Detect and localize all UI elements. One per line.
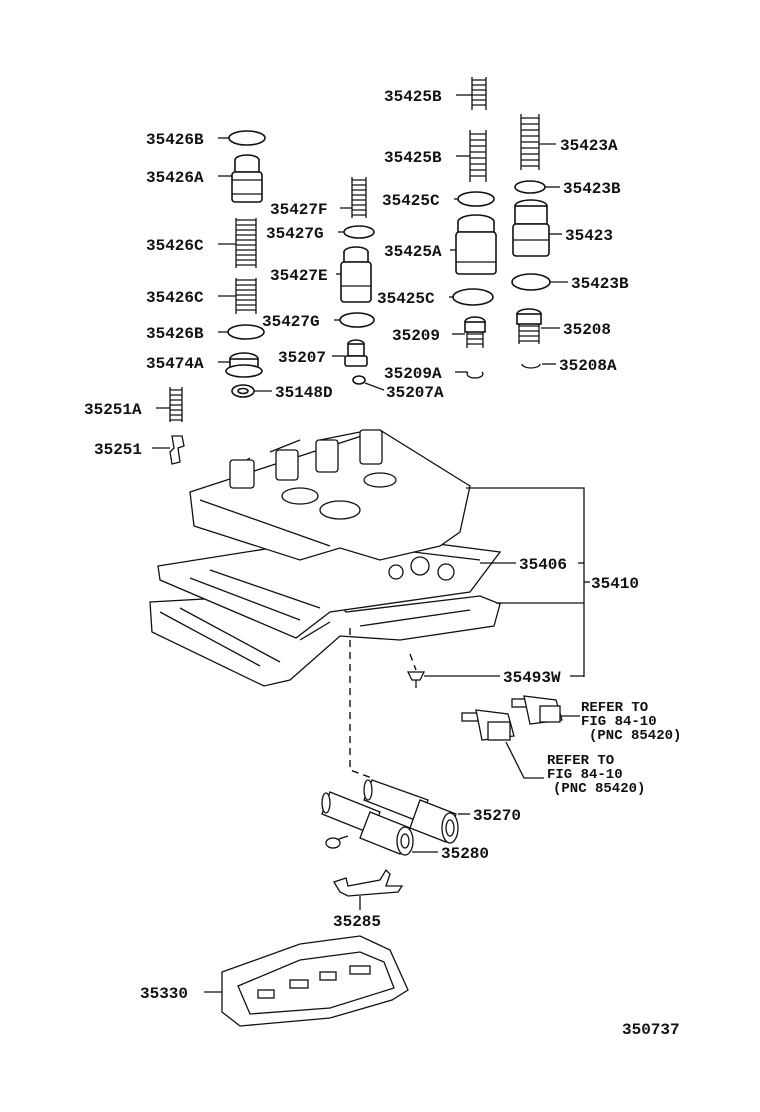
part-label-35285: 35285 bbox=[333, 913, 381, 931]
part-label-35425c-top: 35425C bbox=[382, 192, 440, 210]
o-ring-35425c-top bbox=[457, 191, 495, 207]
part-label-35427g-top: 35427G bbox=[266, 225, 324, 243]
plunger-35423 bbox=[512, 199, 550, 257]
valve-35209 bbox=[464, 316, 486, 348]
cap-35474a bbox=[225, 352, 263, 378]
refer-text-2-line1: REFER TO bbox=[547, 753, 614, 769]
o-ring-35427g-top bbox=[343, 225, 375, 239]
spring-35425b-mid bbox=[469, 130, 487, 182]
plunger-35426a bbox=[231, 154, 263, 203]
part-label-35207: 35207 bbox=[278, 349, 326, 367]
part-label-35410: 35410 bbox=[591, 575, 639, 593]
part-label-35427f: 35427F bbox=[270, 201, 328, 219]
part-label-35427e: 35427E bbox=[270, 267, 328, 285]
part-label-35251: 35251 bbox=[94, 441, 142, 459]
part-label-35280: 35280 bbox=[441, 845, 489, 863]
o-ring-35423b-top bbox=[514, 180, 546, 194]
valve-body-assembly bbox=[149, 429, 502, 687]
spring-35426c-top bbox=[235, 218, 257, 268]
o-ring-35426b-bottom bbox=[227, 324, 265, 340]
oil-strainer-35330 bbox=[221, 935, 409, 1027]
part-label-35426c-bottom: 35426C bbox=[146, 289, 204, 307]
figure-number: 350737 bbox=[622, 1021, 680, 1039]
part-label-35208a: 35208A bbox=[559, 357, 617, 375]
refer-text-1-line3: (PNC 85420) bbox=[589, 728, 681, 744]
bracket-35285 bbox=[333, 868, 404, 897]
part-label-35207a: 35207A bbox=[386, 384, 444, 402]
o-ring-35425c-bottom bbox=[452, 288, 494, 306]
washer-35148d bbox=[231, 384, 255, 398]
plunger-35425a bbox=[455, 214, 497, 275]
valve-35208 bbox=[516, 308, 542, 344]
part-label-35426b-bottom: 35426B bbox=[146, 325, 204, 343]
plunger-35427e bbox=[340, 246, 372, 303]
part-label-35148d: 35148D bbox=[275, 384, 333, 402]
solenoid-valve-upper bbox=[511, 695, 563, 725]
spring-35426c-bottom bbox=[235, 278, 257, 314]
part-label-35474a: 35474A bbox=[146, 355, 204, 373]
part-label-35423b-top: 35423B bbox=[563, 180, 621, 198]
part-label-35209: 35209 bbox=[392, 327, 440, 345]
refer-text-2-line3: (PNC 85420) bbox=[553, 781, 645, 797]
part-label-35330: 35330 bbox=[140, 985, 188, 1003]
part-label-35425a: 35425A bbox=[384, 243, 442, 261]
part-label-35426b-top: 35426B bbox=[146, 131, 204, 149]
part-label-35209a: 35209A bbox=[384, 365, 442, 383]
part-label-35423b-bottom: 35423B bbox=[571, 275, 629, 293]
part-label-35423: 35423 bbox=[565, 227, 613, 245]
clip-35251 bbox=[169, 435, 185, 465]
part-label-35406: 35406 bbox=[519, 556, 567, 574]
part-label-35426c-top: 35426C bbox=[146, 237, 204, 255]
c-ring-35208a bbox=[521, 363, 541, 369]
solenoid-valve-lower bbox=[461, 709, 515, 741]
spring-35423a bbox=[520, 114, 556, 170]
part-label-35270: 35270 bbox=[473, 807, 521, 825]
o-ring-35426b-top bbox=[228, 130, 266, 146]
part-label-35493w: 35493W bbox=[503, 669, 561, 687]
spring-35425b-top bbox=[471, 77, 487, 110]
o-ring-35423b-bottom bbox=[511, 273, 551, 291]
part-label-35425b-mid: 35425B bbox=[384, 149, 442, 167]
part-label-35208: 35208 bbox=[563, 321, 611, 339]
refer-text-2-line2: FIG 84-10 bbox=[547, 767, 623, 783]
part-label-35426a: 35426A bbox=[146, 169, 204, 187]
spring-35251a bbox=[169, 387, 183, 422]
refer-text-1-line1: REFER TO bbox=[581, 700, 648, 716]
c-ring-35207a bbox=[352, 375, 366, 385]
solenoid-35270 bbox=[363, 779, 459, 844]
o-ring-35427g-bottom bbox=[339, 312, 375, 328]
plug-35207 bbox=[344, 339, 368, 367]
part-label-35425b-top: 35425B bbox=[384, 88, 442, 106]
part-label-35427g-bottom: 35427G bbox=[262, 313, 320, 331]
part-label-35425c-bottom: 35425C bbox=[377, 290, 435, 308]
solenoid-35280 bbox=[321, 791, 414, 856]
part-label-35251a: 35251A bbox=[84, 401, 142, 419]
refer-text-1-line2: FIG 84-10 bbox=[581, 714, 657, 730]
c-ring-35209a bbox=[466, 371, 484, 379]
screw-35493w bbox=[406, 671, 426, 688]
spring-35427f bbox=[351, 177, 367, 218]
part-label-35423a: 35423A bbox=[560, 137, 618, 155]
